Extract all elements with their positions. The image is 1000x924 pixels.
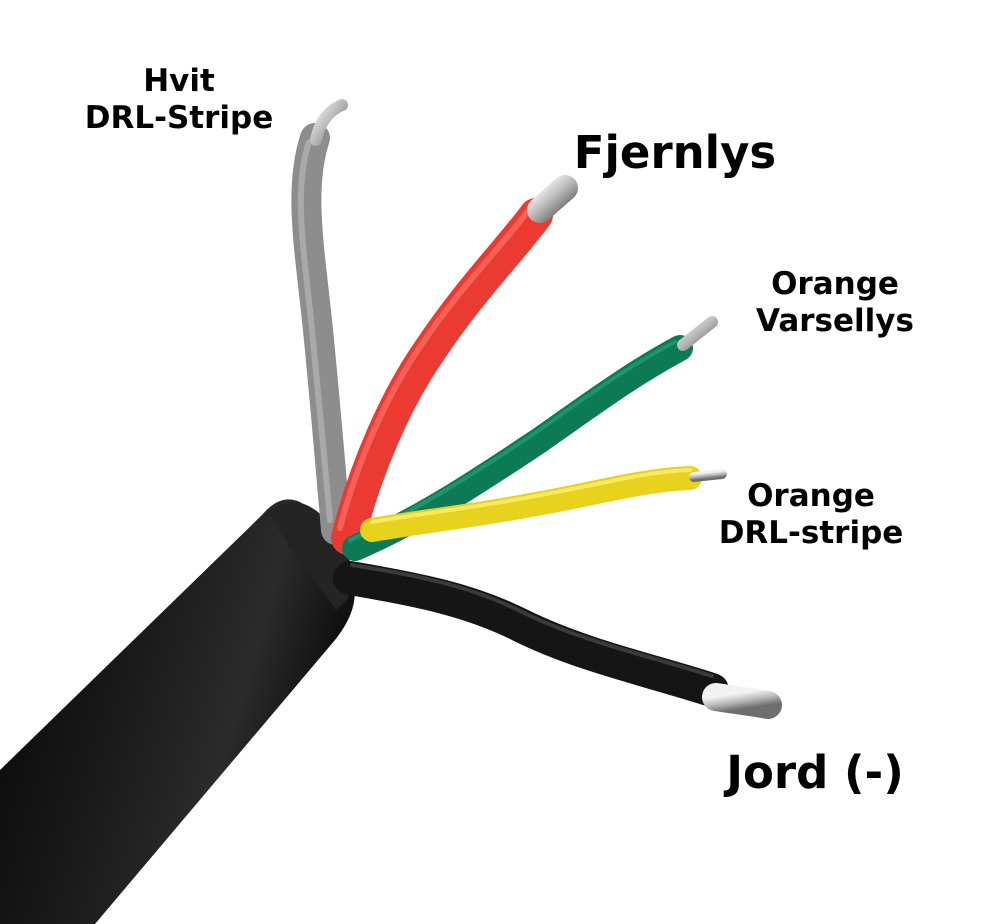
conductor-ground [702,683,782,719]
conductor-orange-drl [689,469,727,482]
label-orange-drl-line-2: DRL-stripe [718,514,904,551]
label-white-drl-line-2: DRL-Stripe [84,99,274,136]
wire-high-beam [331,198,553,555]
label-white-drl-line-1: Hvit [143,63,215,99]
wire-orange-drl-highlight [370,468,692,524]
label-white-drl: Hvit DRL-Stripe [68,63,290,136]
label-orange-turn-line-2: Varsellys [756,302,914,339]
label-high-beam: Fjernlys [560,126,790,179]
conductor-high-beam [527,175,578,223]
wire-ground [333,561,729,707]
wire-ground-highlight [350,563,714,678]
wire-white-drl-highlight [297,139,333,523]
wire-white-drl [291,123,351,545]
label-orange-turn: Orange Varsellys [740,266,930,339]
wire-orange-drl [360,466,702,542]
cable-jacket [0,499,355,924]
label-ground: Jord (-) [710,746,920,799]
label-orange-turn-line-1: Orange [771,266,899,302]
label-orange-drl: Orange DRL-stripe [700,478,922,551]
label-high-beam-line-1: Fjernlys [573,126,777,179]
conductor-orange-turn [677,316,718,351]
label-orange-drl-line-1: Orange [747,478,875,514]
conductor-white-drl [310,99,348,146]
wire-high-beam-highlight [337,208,531,531]
label-ground-line-1: Jord (-) [726,746,904,799]
